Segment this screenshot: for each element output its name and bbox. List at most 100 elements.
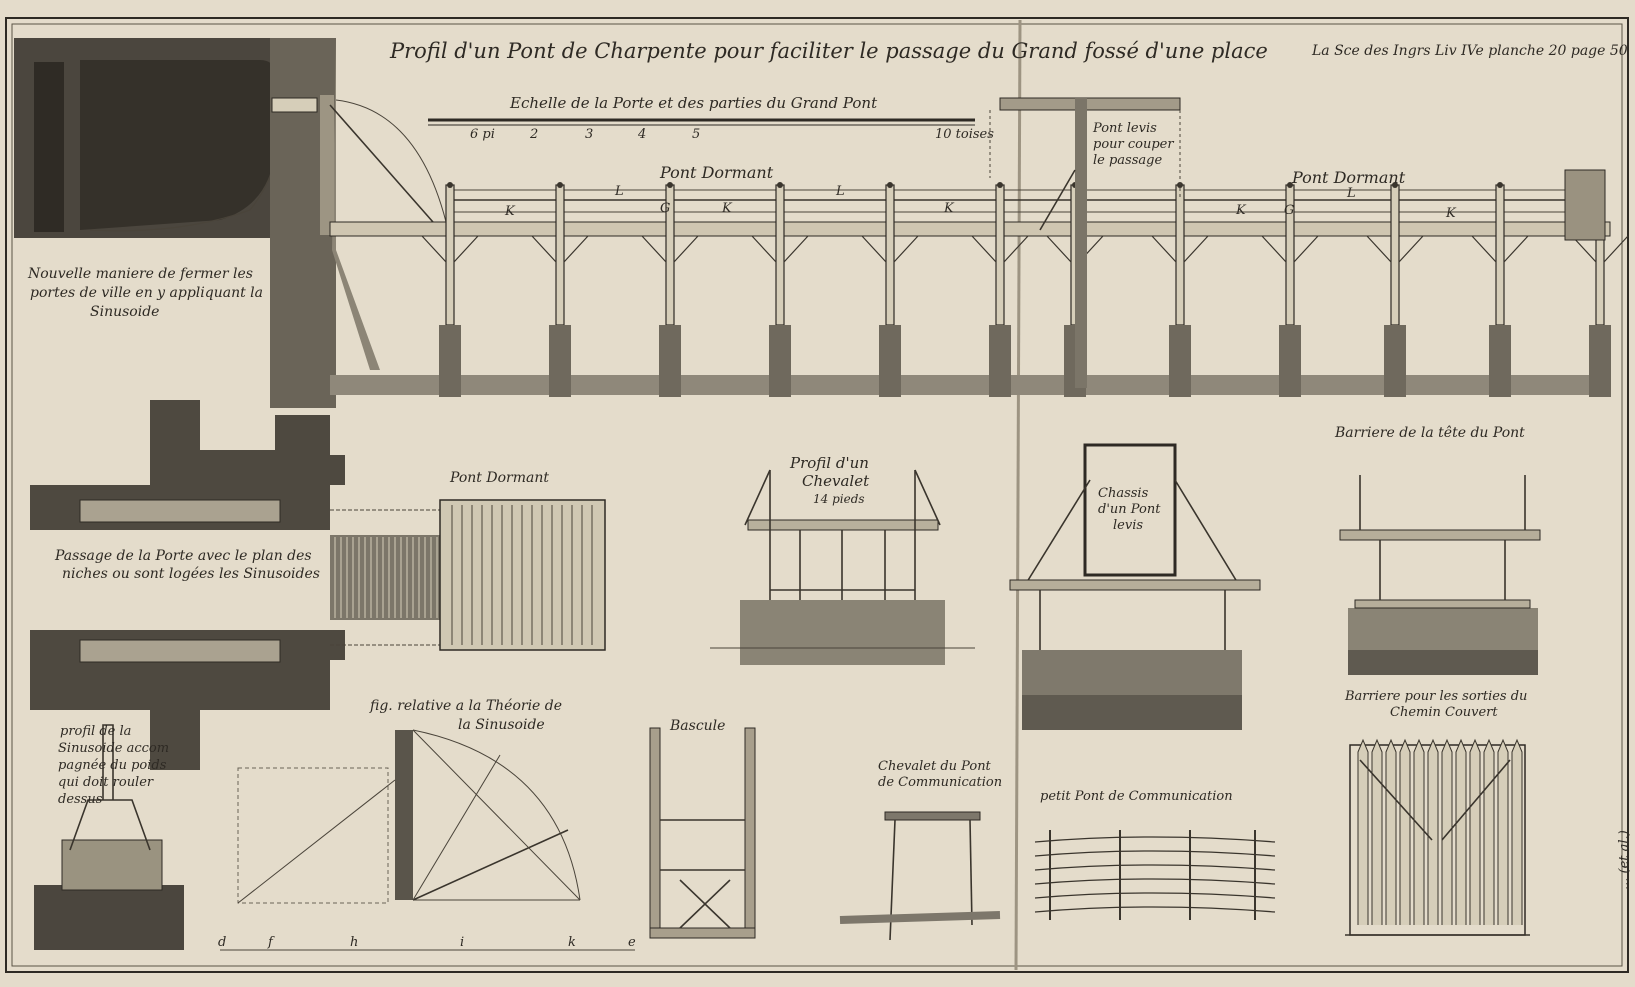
bridge-pier xyxy=(1471,182,1529,397)
small-bridge-plank xyxy=(1034,864,1276,871)
book-gutter xyxy=(1014,19,1022,971)
scale-mark-1: 2 xyxy=(529,127,538,142)
comm-trestle-label-1: Chevalet du Pont xyxy=(878,759,992,774)
comm-trestle xyxy=(839,811,1001,941)
letter: G xyxy=(660,201,670,216)
sinusoid-caption-2: Sinusoide accom xyxy=(58,741,169,756)
barrier-pale xyxy=(1371,738,1383,925)
sinusoid-caption-3: pagnée du poids xyxy=(58,758,167,773)
frame-label-2: d'un Pont xyxy=(1098,502,1161,517)
letter: K xyxy=(504,204,516,219)
bridge-pier xyxy=(1366,182,1424,397)
small-bridge-plank xyxy=(1034,836,1276,843)
scale-title: Echelle de la Porte et des parties du Gr… xyxy=(509,94,878,112)
plate-reference: La Sce des Ingrs Liv IVe planche 20 page… xyxy=(1311,43,1628,59)
scale-mark-3: 4 xyxy=(637,127,646,142)
drawbridge-frame xyxy=(1009,443,1261,730)
small-bridge-plank xyxy=(1034,906,1276,913)
exit-barrier xyxy=(1345,738,1530,936)
small-bridge-plank xyxy=(1034,850,1276,857)
bridge-letters-top: L K G K L K L K G K xyxy=(504,184,1457,221)
letter: h xyxy=(350,935,358,950)
trestle-label-1: Profil d'un xyxy=(789,454,869,472)
barrier-pale xyxy=(1441,738,1453,925)
plate-border xyxy=(5,17,1629,973)
drawbridge-label-2: pour couper xyxy=(1093,137,1174,152)
plan-bridge xyxy=(330,499,606,651)
bridge-pier xyxy=(861,182,919,397)
bridge-pier xyxy=(1261,182,1319,397)
scale-mark-0: 6 pi xyxy=(470,127,495,142)
barrier-pale xyxy=(1413,738,1425,925)
bascule-label: Bascule xyxy=(669,718,725,734)
barrier-head-label: Barriere de la tête du Pont xyxy=(1334,425,1525,441)
trestle-label-2: Chevalet xyxy=(802,472,870,490)
passage-plan-upper xyxy=(30,400,345,530)
scale-mark-5: 10 toises xyxy=(935,127,994,142)
bridge-pier xyxy=(1151,182,1209,397)
letter: d xyxy=(218,935,226,950)
comm-trestle-label-2: de Communication xyxy=(878,775,1002,790)
bridge-pier xyxy=(1571,182,1629,397)
passage-caption-1: Passage de la Porte avec le plan des xyxy=(54,548,312,564)
passage-plan-lower xyxy=(30,630,345,770)
trestle-profile xyxy=(710,469,975,665)
gate-figure xyxy=(14,38,449,408)
sinusoid-caption-4: qui doit rouler xyxy=(58,775,154,790)
bridge-pier xyxy=(421,182,479,397)
letter: K xyxy=(943,201,955,216)
side-note: ... (et al.) xyxy=(1617,830,1632,890)
small-bridge xyxy=(1034,830,1276,920)
bridge-elevation xyxy=(329,97,1629,397)
frame-label-1: Chassis xyxy=(1098,486,1149,501)
letter: K xyxy=(1235,203,1247,218)
bridge-pier xyxy=(751,182,809,397)
drawbridge-label-3: le passage xyxy=(1093,153,1162,168)
bridge-right-label: Pont Dormant xyxy=(1291,168,1406,187)
sinusoid-caption-1: profil de la xyxy=(60,724,131,739)
scale-bar xyxy=(428,118,975,126)
barrier-pale xyxy=(1385,738,1397,925)
barrier-pale xyxy=(1399,738,1411,925)
trestle-label-3: 14 pieds xyxy=(813,492,865,506)
bridge-pier xyxy=(971,182,1029,397)
frame-label-3: levis xyxy=(1113,518,1143,533)
barrier-pale xyxy=(1357,738,1369,925)
drawbridge-label-1: Pont levis xyxy=(1092,121,1157,136)
letter: i xyxy=(460,935,464,950)
barrier-pale xyxy=(1483,738,1495,925)
letter: k xyxy=(568,935,576,950)
barrier-pale xyxy=(1469,738,1481,925)
letter: K xyxy=(1445,206,1457,221)
bridge-pier xyxy=(531,182,589,397)
letter: L xyxy=(1346,186,1356,201)
exit-barrier-label-1: Barriere pour les sorties du xyxy=(1344,689,1527,704)
theory-title-2: la Sinusoide xyxy=(458,717,545,733)
barrier-pale xyxy=(1511,738,1523,925)
sinusoid-profile xyxy=(34,724,184,950)
barrier-pale xyxy=(1455,738,1467,925)
plate-title: Profil d'un Pont de Charpente pour facil… xyxy=(389,39,1268,63)
bridge-pier xyxy=(641,182,699,397)
sinusoid-caption-5: dessus xyxy=(58,792,103,807)
letter: e xyxy=(628,935,636,950)
gate-caption-line2: portes de ville en y appliquant la xyxy=(30,285,263,301)
plan-bridge-label: Pont Dormant xyxy=(449,470,549,486)
letter: K xyxy=(721,201,733,216)
theory-figure xyxy=(220,729,635,951)
small-bridge-plank xyxy=(1034,878,1276,885)
bridge-left-label: Pont Dormant xyxy=(659,163,774,182)
barrier-pale xyxy=(1427,738,1439,925)
small-bridge-label: petit Pont de Communication xyxy=(1040,789,1233,804)
letter: L xyxy=(835,184,845,199)
bascule-figure xyxy=(649,727,756,939)
small-bridge-plank xyxy=(1034,892,1276,899)
letter: f xyxy=(267,935,275,950)
letter: G xyxy=(1284,203,1294,218)
theory-title-1: fig. relative a la Théorie de xyxy=(369,698,562,714)
barrier-head xyxy=(1339,475,1541,675)
scale-mark-2: 3 xyxy=(585,127,593,142)
scale-mark-4: 5 xyxy=(692,127,700,142)
gate-caption-line3: Sinusoide xyxy=(90,304,159,320)
